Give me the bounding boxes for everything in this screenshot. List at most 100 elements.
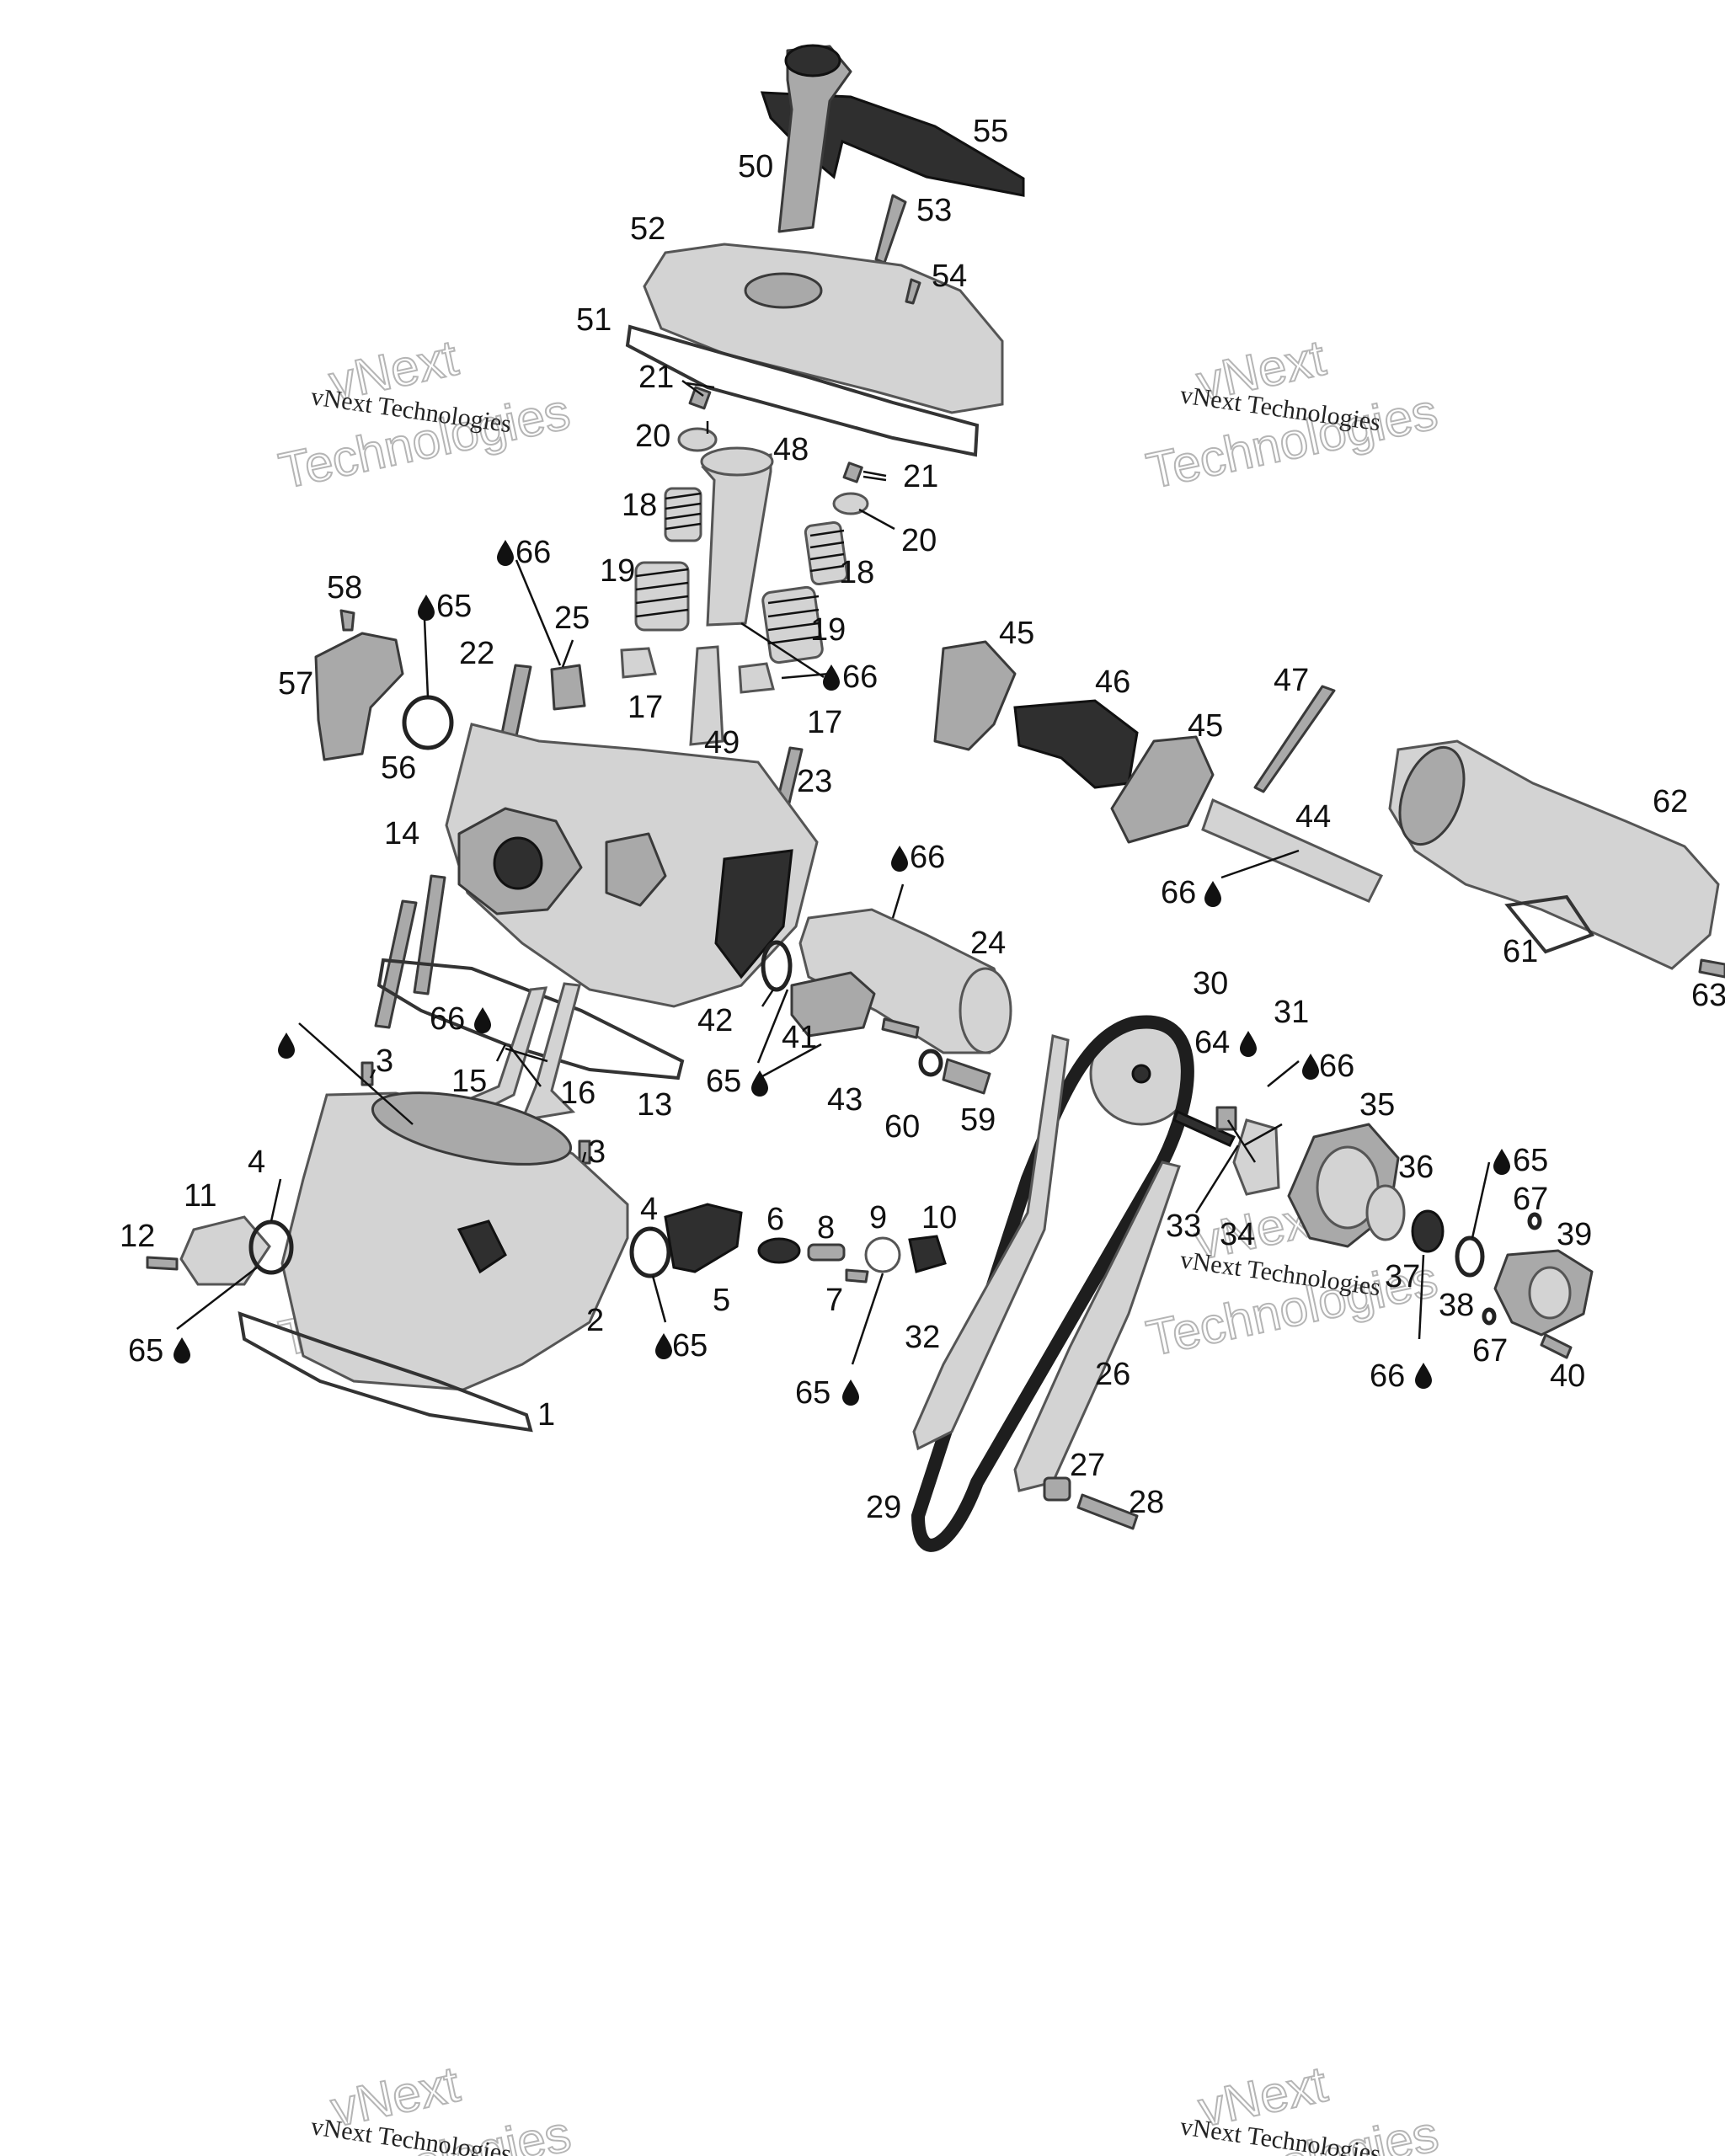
part-56-o-ring	[402, 695, 454, 750]
part-11-cover-plate	[179, 1215, 271, 1286]
part-41-tensioner	[790, 971, 876, 1038]
callout-50: 50	[738, 149, 773, 184]
part-10-plug	[908, 1235, 947, 1273]
part-46-rocker-support	[1013, 699, 1139, 789]
part-32-chain-guide	[912, 1034, 1070, 1451]
part-19-spring	[761, 585, 824, 664]
part-51-cover-gasket	[625, 324, 980, 457]
part-47-shaft-bolt	[1253, 685, 1336, 793]
part-9-washer	[864, 1236, 901, 1273]
drop-icon	[1493, 1149, 1510, 1175]
callout-11: 11	[184, 1178, 216, 1214]
part-17-valve-seal	[620, 647, 657, 679]
callout-30: 30	[1193, 966, 1228, 1001]
part-45-rocker-arm	[933, 640, 1017, 751]
part-18-spring	[804, 520, 849, 586]
part-1-base-gasket	[238, 1311, 533, 1433]
callout-36: 36	[1398, 1150, 1434, 1185]
part-40-bolt	[1540, 1333, 1573, 1359]
callout-18: 18	[622, 488, 657, 523]
drop-icon	[842, 1380, 859, 1406]
callout-17: 17	[628, 690, 663, 725]
part-45-rocker-arm	[1110, 735, 1215, 844]
callout-8: 8	[817, 1210, 835, 1246]
part-20-retainer	[832, 492, 869, 515]
callout-7: 7	[825, 1283, 843, 1318]
part-62-inlet	[1398, 745, 1466, 846]
callout-43: 43	[827, 1082, 862, 1118]
callout-12: 12	[120, 1219, 155, 1254]
callout-20: 20	[635, 419, 670, 454]
callout-3: 3	[376, 1043, 393, 1079]
callout-65: 65	[1513, 1143, 1548, 1178]
part-25-fitting	[550, 664, 586, 711]
callout-65: 65	[128, 1333, 163, 1369]
callout-15: 15	[451, 1064, 487, 1099]
callout-9: 9	[869, 1200, 887, 1235]
callout-66: 66	[515, 535, 551, 570]
drop-icon	[497, 540, 514, 566]
callout-62: 62	[1653, 784, 1688, 819]
callout-58: 58	[327, 570, 362, 606]
callout-67: 67	[1513, 1182, 1548, 1217]
part-60-o-ring	[918, 1049, 943, 1077]
callout-44: 44	[1295, 799, 1331, 835]
callout-55: 55	[973, 114, 1008, 149]
part-4-o-ring	[629, 1226, 671, 1278]
part-2-port	[457, 1219, 507, 1274]
callout-31: 31	[1274, 995, 1309, 1030]
part-4-o-ring	[248, 1219, 294, 1275]
callout-25: 25	[554, 600, 590, 636]
part-34-disc	[1232, 1118, 1280, 1196]
leader-lines	[176, 379, 1491, 1365]
part-52-boss	[744, 272, 823, 309]
callout-63: 63	[1691, 978, 1725, 1013]
callout-49: 49	[704, 725, 740, 760]
callout-41: 41	[782, 1020, 817, 1055]
part-21-keeper	[688, 386, 712, 410]
part-44-rocker-shaft	[1201, 798, 1384, 903]
callout-24: 24	[970, 926, 1006, 961]
part-29-timing-chain	[911, 1015, 1194, 1552]
callout-65: 65	[672, 1328, 708, 1364]
callout-64: 64	[1194, 1025, 1230, 1060]
part-2-bore	[371, 1091, 573, 1166]
part-57-thermostat-housing	[314, 632, 404, 761]
callout-57: 57	[278, 666, 313, 702]
drop-icon	[474, 1007, 491, 1033]
part-53-bolt	[874, 194, 907, 264]
part-16-valve	[520, 982, 581, 1122]
callout-22: 22	[459, 636, 494, 671]
part-67-o-ring	[1482, 1307, 1497, 1326]
callout-45: 45	[1188, 708, 1223, 744]
callout-53: 53	[916, 193, 952, 228]
callout-21: 21	[638, 360, 674, 395]
part-21-keeper	[842, 462, 863, 483]
part-67-o-ring	[1527, 1212, 1542, 1230]
part-27-spring	[1043, 1476, 1071, 1502]
part-5-housing	[664, 1203, 743, 1273]
callout-3: 3	[588, 1134, 606, 1170]
part-14-recess	[714, 849, 793, 979]
callouts: 55 50 53 52 54 51 21 20 48 21 18 20 18 1…	[120, 114, 1725, 1525]
part-42-o-ring	[761, 940, 793, 992]
part-12-screw	[146, 1256, 179, 1271]
callout-29: 29	[866, 1490, 901, 1525]
parts	[146, 44, 1725, 1552]
callout-35: 35	[1359, 1087, 1395, 1123]
callout-65: 65	[436, 589, 472, 624]
callout-40: 40	[1550, 1358, 1585, 1394]
callout-4: 4	[640, 1192, 658, 1227]
callout-45: 45	[999, 616, 1034, 651]
callout-20: 20	[901, 523, 937, 558]
callout-28: 28	[1129, 1485, 1164, 1520]
callout-17: 17	[807, 705, 842, 740]
part-20-retainer	[677, 427, 718, 452]
callout-32: 32	[905, 1320, 940, 1355]
callout-65: 65	[706, 1064, 741, 1099]
callout-37: 37	[1385, 1259, 1420, 1294]
drop-icon	[823, 664, 840, 691]
part-33-shaft	[1172, 1109, 1236, 1147]
callout-52: 52	[630, 211, 665, 247]
